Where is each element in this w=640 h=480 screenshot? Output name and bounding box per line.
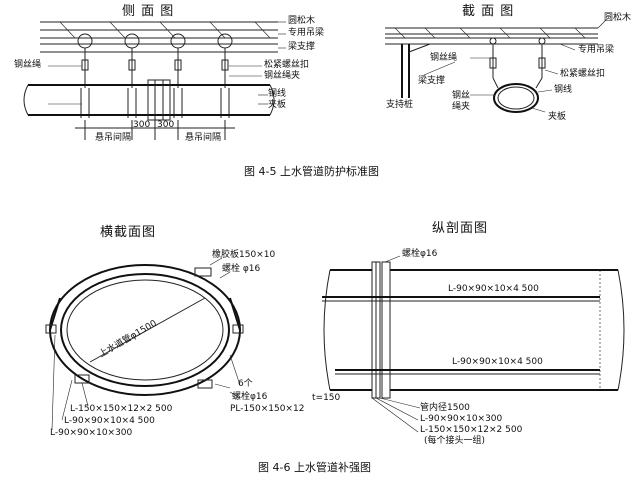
- section-support-pile: [401, 43, 431, 98]
- long-label-note: (每个接头一组): [424, 436, 486, 446]
- section-label-support-pile: 支持桩: [386, 100, 414, 110]
- cross-label-angle-3: L-90×90×10×300: [50, 428, 133, 438]
- long-section-title: 纵剖面图: [432, 221, 489, 236]
- section-hangers: [489, 44, 546, 113]
- long-joint: [371, 261, 391, 399]
- side-beam: [40, 21, 278, 53]
- long-angles: [322, 296, 600, 375]
- side-leaders: [48, 21, 286, 105]
- long-label-bolt: 螺栓φ16: [402, 249, 438, 259]
- long-label-thickness: t=150: [312, 393, 341, 403]
- side-pipe: [23, 79, 275, 121]
- long-label-angle-long: L-150×150×12×2 500: [420, 425, 523, 435]
- cross-section-title: 横截面图: [100, 225, 157, 240]
- side-spacing-left: 悬吊间隔: [95, 133, 132, 143]
- side-view-title: 侧 面 图: [122, 4, 175, 19]
- side-label-wire-rope-clamp: 钢丝绳夹: [264, 71, 301, 81]
- side-label-round-pine: 圆松木: [288, 16, 316, 26]
- cross-leaders: [51, 257, 241, 431]
- section-label-wire-clamp-bolt: 松紧螺丝扣: [560, 69, 606, 79]
- section-leaders: [423, 19, 607, 113]
- section-label-beam-support: 梁支撑: [418, 76, 446, 86]
- section-label-steel-wire: 钢线: [554, 85, 573, 95]
- long-label-angle-bottom: L-90×90×10×4 500: [452, 357, 543, 367]
- side-label-wire-clamp-bolt: 松紧螺丝扣: [264, 60, 310, 70]
- section-beam: [385, 27, 598, 45]
- side-spacing-right: 悬吊间隔: [185, 133, 222, 143]
- cross-label-angle-1: L-150×150×12×2 500: [70, 404, 173, 414]
- side-label-clamp-plate: 夹板: [268, 100, 287, 110]
- side-label-beam-support: 梁支撑: [288, 42, 316, 52]
- side-label-hanger-beam: 专用吊梁: [288, 28, 325, 38]
- section-label-wire-rope: 钢丝绳: [430, 53, 458, 63]
- section-label-clamp-2: 绳夹: [452, 102, 471, 112]
- side-dimensions: [75, 120, 235, 140]
- side-dim-300b: 300: [157, 120, 175, 130]
- side-label-wire-rope: 钢丝绳: [14, 60, 42, 70]
- side-hangers: [77, 33, 233, 118]
- section-label-hanger-beam: 专用吊梁: [578, 45, 615, 55]
- side-dim-300a: 300: [133, 120, 151, 130]
- long-leaders: [371, 255, 601, 433]
- cross-label-bolt-bottom: 螺栓φ16: [232, 392, 268, 402]
- cross-label-bolt-top: 螺栓 φ16: [222, 264, 261, 274]
- cross-label-pl-plate: PL-150×150×12: [230, 404, 305, 414]
- side-label-steel-wire: 钢线: [268, 89, 287, 99]
- section-label-clamp-1: 钢丝: [452, 91, 471, 101]
- cross-label-angle-2: L-90×90×10×4 500: [64, 416, 155, 426]
- cross-label-six-pcs: 6个: [238, 379, 253, 389]
- cross-plates: [45, 267, 244, 389]
- long-label-angle-top: L-90×90×10×4 500: [448, 284, 539, 294]
- fig45-caption: 图 4-5 上水管道防护标准图: [244, 165, 379, 178]
- long-label-pipe-inner: 管内径1500: [420, 403, 470, 413]
- long-label-angle-short: L-90×90×10×300: [420, 414, 503, 424]
- cross-label-rubber-plate: 橡胶板150×10: [212, 250, 276, 260]
- fig46-caption: 图 4-6 上水管道补强图: [258, 461, 371, 474]
- long-pipes: [323, 269, 625, 391]
- section-label-clamp-plate: 夹板: [548, 112, 567, 122]
- section-label-round-pine: 圆松木: [604, 13, 632, 23]
- section-view-title: 截 面 图: [462, 4, 515, 19]
